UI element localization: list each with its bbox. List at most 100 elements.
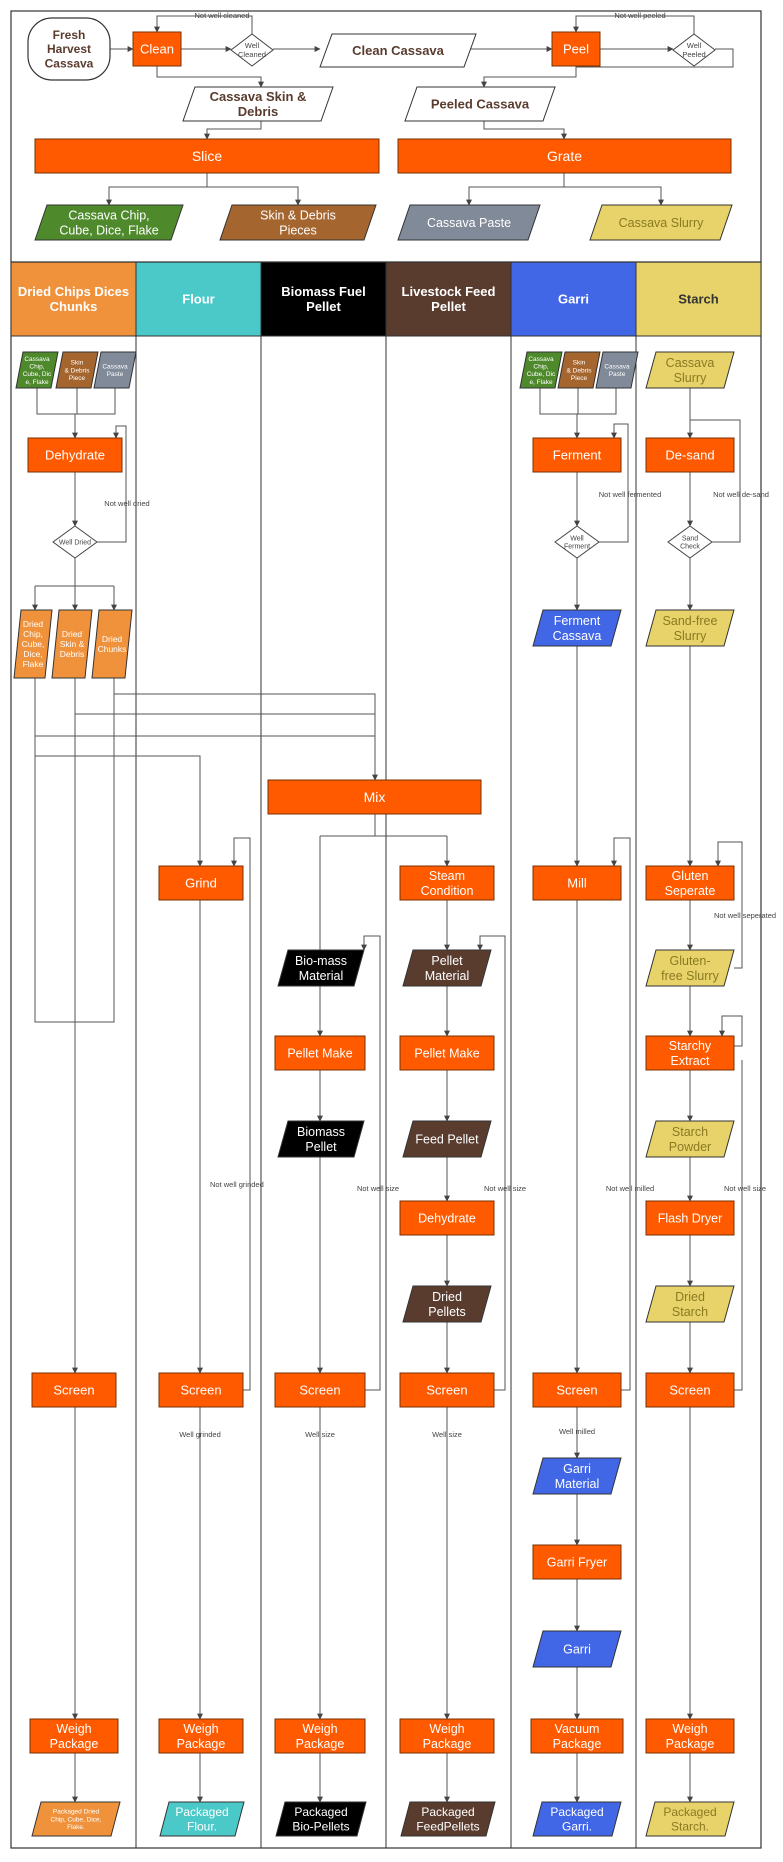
flow-connector xyxy=(481,67,577,88)
screen-starch: Screen xyxy=(645,1372,735,1408)
dehydrate-step-label: Dehydrate xyxy=(45,448,105,463)
flow-connector xyxy=(539,388,577,415)
lane-flour-header: Flour xyxy=(135,261,262,337)
flow-connector xyxy=(734,1060,743,1391)
clean-step-label: Clean xyxy=(140,42,174,57)
well-size-biomass-note: Well size xyxy=(305,1430,335,1439)
flow-connector xyxy=(466,173,565,206)
flow-connector xyxy=(156,66,264,88)
flow-connector xyxy=(715,841,743,969)
flow-connector xyxy=(97,425,127,543)
peel-step-label: Peel xyxy=(563,42,589,57)
well-grinded-note: Well grinded xyxy=(179,1430,221,1439)
flow-connector xyxy=(114,693,378,781)
peeled-cassava-output: Peeled Cassava xyxy=(404,86,556,122)
connectors xyxy=(32,15,743,1803)
screen-feed: Screen xyxy=(399,1372,495,1408)
screen-feed-label: Screen xyxy=(426,1383,467,1398)
garri-fryer-step: Garri Fryer xyxy=(532,1544,622,1580)
skin-debris-output: Cassava Skin &Debris xyxy=(182,86,334,122)
not-well-size-starch-note: Not well size xyxy=(724,1184,766,1193)
mix-step: Mix xyxy=(267,779,482,815)
flow-connector xyxy=(35,755,203,867)
slice-step: Slice xyxy=(34,138,380,174)
grate-step-label: Grate xyxy=(547,148,582,164)
well-size-feed-note: Well size xyxy=(432,1430,462,1439)
cassava-chip-output: Cassava Chip,Cube, Dice, Flake xyxy=(34,204,184,241)
pellet-make-biomass-label: Pellet Make xyxy=(287,1046,352,1060)
grind-step: Grind xyxy=(158,865,244,901)
well-dried-decision: Well Dried xyxy=(52,525,98,559)
cassava-slurry-output: Cassava Slurry xyxy=(589,204,733,241)
not-well-peeled-note: Not well peeled xyxy=(614,11,665,20)
flow-connector xyxy=(36,388,75,415)
peeled-cassava-output-label: Peeled Cassava xyxy=(431,97,530,112)
not-well-desand-note: Not well de-sand xyxy=(713,490,769,499)
flow-connector xyxy=(611,837,631,1391)
grate-step: Grate xyxy=(397,138,732,174)
flow-connector xyxy=(207,186,301,206)
flow-connector xyxy=(599,423,629,543)
flow-connector xyxy=(204,121,262,140)
feed-pellet-label: Feed Pellet xyxy=(415,1132,479,1146)
desand-step-label: De-sand xyxy=(665,448,714,463)
not-well-grinded-note: Not well grinded xyxy=(210,1180,264,1189)
slice-step-label: Slice xyxy=(192,148,223,164)
flow-connector xyxy=(361,935,381,1391)
garri-output-label: Garri xyxy=(563,1642,591,1656)
cassava-slurry-output-label: Cassava Slurry xyxy=(619,216,704,230)
flow-connector xyxy=(574,388,617,439)
